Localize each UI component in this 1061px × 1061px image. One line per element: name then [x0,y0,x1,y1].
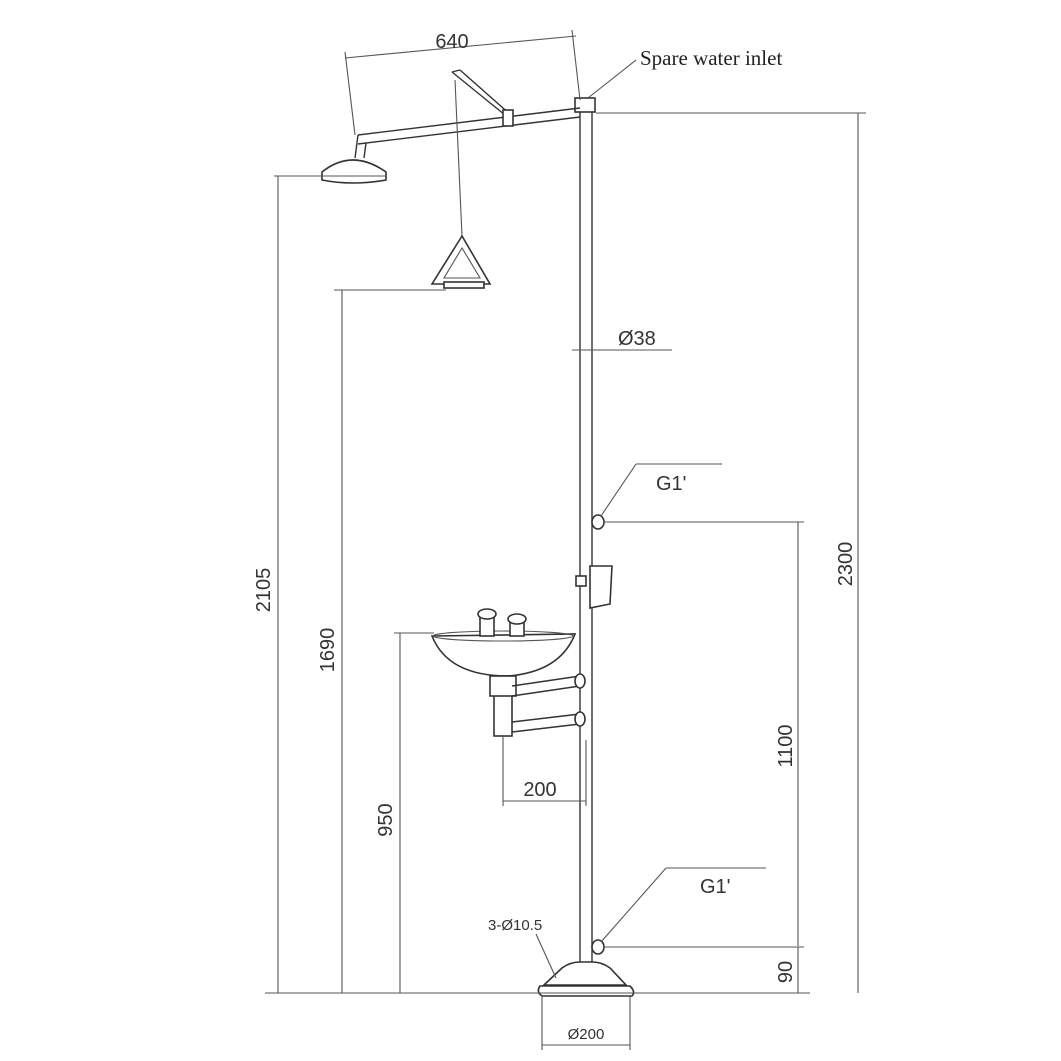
pull-rod-bracket [451,69,514,127]
label-bolts: 3-Ø10.5 [488,917,542,934]
base [537,961,635,997]
label-spare-water-inlet: Spare water inlet [640,46,782,70]
shower-head [321,159,387,184]
label-base-height: 90 [775,961,797,983]
dimension-950: 950 [375,632,434,993]
valve [575,565,613,609]
dimension-base: Ø200 [541,996,631,1050]
label-inlet-lower: G1' [700,876,731,898]
spare-inlet-cap [574,59,637,113]
dimension-90: 90 [604,946,804,993]
upper-inlet [591,514,605,530]
label-inlet-upper: G1' [656,473,687,495]
label-pipe-diameter: Ø38 [618,328,656,350]
dimension-pipe: Ø38 [572,328,672,351]
dimension-2105: 2105 [253,175,322,993]
lower-inlet [591,939,605,955]
label-height-inlet: 1100 [775,724,797,767]
pull-rod [454,79,463,237]
label-height-handle: 1690 [317,628,339,673]
label-height-shower: 2105 [253,568,275,613]
leader-bolts: 3-Ø10.5 [488,917,557,979]
main-pipe [579,110,593,975]
leader-lower-inlet: G1' [600,867,766,943]
leader-upper-inlet: G1' [600,463,722,517]
eyewash-bowl [430,608,577,677]
dimension-200: 200 [502,736,587,806]
label-base-diameter: Ø200 [568,1026,605,1043]
label-height-bowl: 950 [375,803,397,836]
shower-arm [354,107,581,159]
dimension-2300: 2300 [596,112,866,993]
dimension-1100: 1100 [604,521,804,946]
label-width-top: 640 [435,31,468,53]
triangle-handle [430,234,492,289]
dimension-1690: 1690 [317,289,446,993]
bowl-support-arms [511,673,586,733]
label-height-total: 2300 [835,542,857,587]
label-bowl-offset: 200 [523,779,556,801]
dimension-640: 640 [344,29,581,136]
bowl-drain-pipe [489,675,517,737]
